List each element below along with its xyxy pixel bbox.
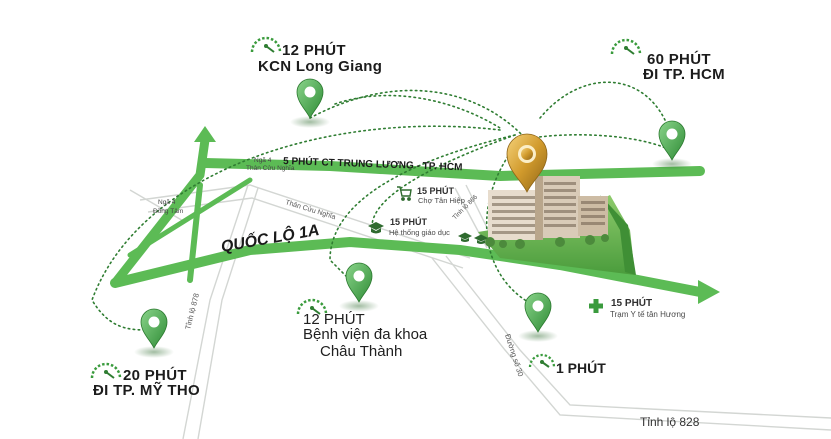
mytho-speedometer-icon xyxy=(90,362,122,379)
expressway-road xyxy=(200,158,705,181)
hospital-name-line2: Châu Thành xyxy=(320,343,403,360)
medical-cross-icon xyxy=(589,299,603,313)
shopping-cart-icon xyxy=(397,186,412,201)
hospital-name-line1: Bệnh viện đa khoa xyxy=(303,326,428,343)
school-time: 15 PHÚT xyxy=(390,217,428,227)
graduation-cap-icon-2 xyxy=(458,232,472,242)
kcn-location-pin-icon xyxy=(289,78,331,129)
hospital-time: 12 PHÚT xyxy=(303,311,365,328)
hcm-speedometer-icon xyxy=(610,38,642,55)
tl828-bottom-label: Tỉnh lộ 828 xyxy=(640,415,700,429)
junction-than-cuu-nghia: Ngã 4 Thân Cửu Nghĩa xyxy=(246,157,295,172)
north-arrow xyxy=(194,126,216,142)
school-name: Hệ thống giáo dục xyxy=(389,228,450,237)
hospital-speedometer-icon xyxy=(296,298,328,315)
one-minute-location-pin-icon xyxy=(517,292,559,343)
ql1a-road xyxy=(110,237,705,297)
hcm-name: ĐI TP. HCM xyxy=(643,66,725,83)
mytho-time: 20 PHÚT xyxy=(123,367,187,384)
junction-dong-tam: Ngã 4 Đồng Tâm xyxy=(153,199,183,215)
minor-roads xyxy=(129,184,831,439)
tl878-label: Tỉnh lộ 878 xyxy=(183,292,201,330)
clinic-time: 15 PHÚT xyxy=(611,298,653,309)
ql1a-arrow xyxy=(698,280,720,304)
hospital-location-pin-icon xyxy=(338,262,380,313)
main-roads xyxy=(110,135,705,297)
market-time: 15 PHÚT xyxy=(417,186,455,196)
market-name: Chợ Tân Hiệp xyxy=(418,196,465,205)
graduation-cap-icon xyxy=(368,222,384,234)
hcm-time: 60 PHÚT xyxy=(647,51,711,68)
graduation-cap-icon-3 xyxy=(474,234,488,244)
one-minute-speedometer-icon xyxy=(528,353,556,368)
mytho-location-pin-icon xyxy=(133,308,175,359)
kcn-time: 12 PHÚT xyxy=(282,42,346,59)
kcn-name: KCN Long Giang xyxy=(258,58,383,75)
kcn-speedometer-icon xyxy=(250,36,282,53)
one-minute-time: 1 PHÚT xyxy=(556,360,606,376)
clinic-name: Trạm Y tế tân Hương xyxy=(610,310,686,319)
mytho-name: ĐI TP. MỸ THO xyxy=(93,382,200,399)
project-gold-pin-icon xyxy=(506,133,548,193)
project-site xyxy=(478,133,636,275)
apartment-building xyxy=(485,176,609,249)
